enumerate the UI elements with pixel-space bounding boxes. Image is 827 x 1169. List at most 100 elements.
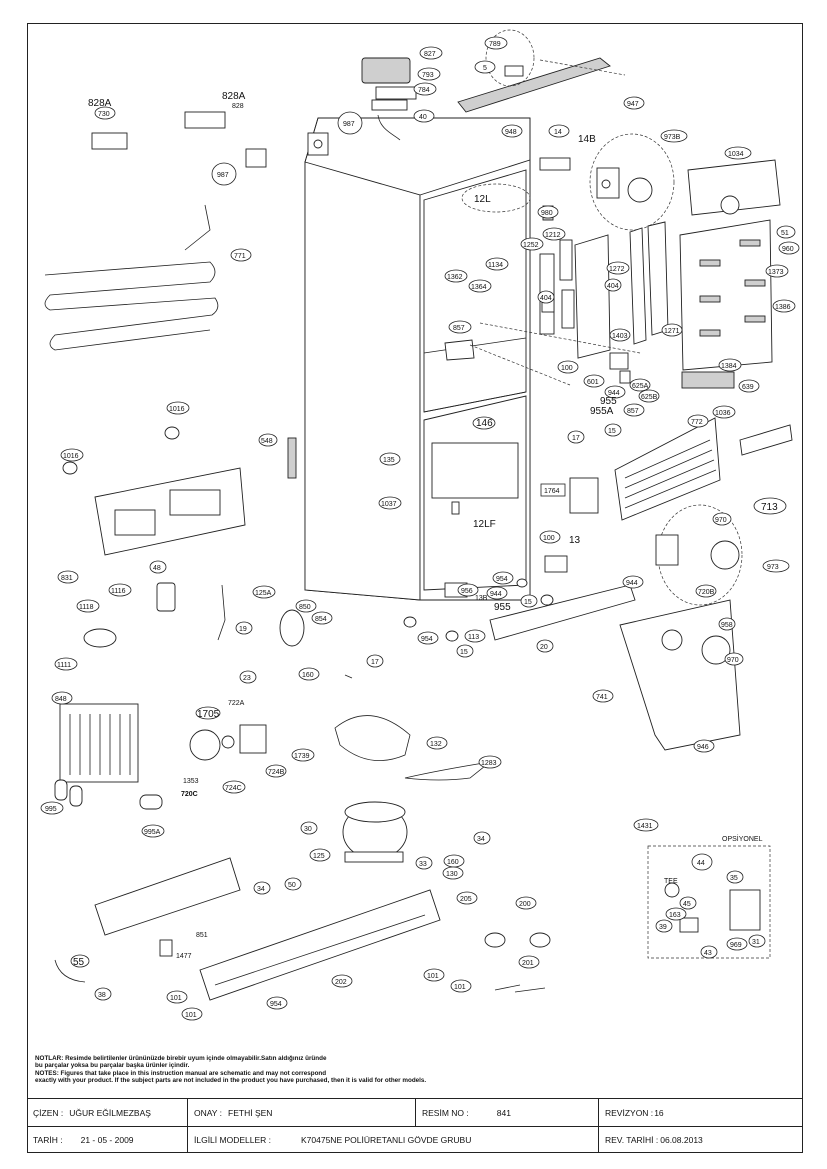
drawing-number-label: RESİM NO : <box>422 1107 469 1118</box>
label-100a: 100 <box>561 365 573 372</box>
label-23: 23 <box>243 675 251 682</box>
upper-right-assembly <box>444 133 781 389</box>
label-625A: 625A <box>632 383 649 390</box>
note-line-2: bu parçalar yoksa bu parçalar başka ürün… <box>35 1062 190 1070</box>
label-19: 19 <box>239 626 247 633</box>
drawn-by-value: UĞUR EĞİLMEZBAŞ <box>69 1107 151 1118</box>
label-45: 45 <box>683 901 691 908</box>
related-models-label: İLGİLİ MODELLER : <box>194 1134 271 1145</box>
label-848: 848 <box>55 696 67 703</box>
label-1134: 1134 <box>488 262 503 269</box>
label-20: 20 <box>540 644 548 651</box>
label-146: 146 <box>476 418 493 429</box>
title-block-row-2: TARİH : 21 - 05 - 2009 İLGİLİ MODELLER :… <box>27 1126 803 1153</box>
label-5: 5 <box>483 65 487 72</box>
label-548: 548 <box>261 438 273 445</box>
label-720C: 720C <box>181 791 198 798</box>
label-34b: 34 <box>257 886 265 893</box>
note-line-3: NOTES: Figures that take place in this i… <box>35 1069 327 1077</box>
label-202: 202 <box>335 979 347 986</box>
label-995: 995 <box>45 806 57 813</box>
label-1386: 1386 <box>775 304 791 311</box>
label-947: 947 <box>627 101 639 108</box>
approved-by-label: ONAY : <box>194 1107 223 1118</box>
revision-label: REVİZYON : <box>605 1107 654 1118</box>
label-100b: 100 <box>543 535 555 542</box>
label-38: 38 <box>98 992 106 999</box>
label-772: 772 <box>691 419 703 426</box>
label-789: 789 <box>489 41 501 48</box>
approved-by-value: FETHİ ŞEN <box>228 1107 273 1118</box>
label-1034: 1034 <box>728 151 744 158</box>
label-1111: 1111 <box>57 662 71 669</box>
label-771: 771 <box>234 253 246 260</box>
dashed-callout-regions <box>461 183 743 606</box>
label-1116: 1116 <box>111 588 126 595</box>
label-TEE: TEE <box>664 878 678 885</box>
label-14: 14 <box>554 129 562 136</box>
label-113: 113 <box>468 634 479 641</box>
drawing-number-value: 841 <box>496 1107 511 1118</box>
label-793: 793 <box>422 72 434 79</box>
related-models-value: K70475NE POLİÜRETANLI GÖVDE GRUBU <box>301 1134 472 1145</box>
label-995A: 995A <box>144 829 161 836</box>
label-955A: 955A <box>590 406 614 417</box>
label-opsiyonel: OPSİYONEL <box>722 834 763 843</box>
label-857a: 857 <box>453 325 465 332</box>
related-models-cell: İLGİLİ MODELLER : K70475NE POLİÜRETANLI … <box>188 1126 599 1153</box>
label-17a: 17 <box>572 435 580 442</box>
label-12LF: 12LF <box>473 519 496 530</box>
note-line-1: NOTLAR: Resimde belirtilenler ürününüzde… <box>35 1055 327 1062</box>
label-954a: 954 <box>496 576 508 583</box>
label-1272: 1272 <box>609 266 625 273</box>
label-980: 980 <box>541 210 553 217</box>
label-954c: 954 <box>270 1001 282 1008</box>
label-1431: 1431 <box>637 823 653 830</box>
label-944b: 944 <box>626 580 638 587</box>
label-956: 956 <box>461 588 473 595</box>
label-12L: 12L <box>474 194 491 205</box>
date-label: TARİH : <box>33 1134 63 1145</box>
label-125: 125 <box>313 853 325 860</box>
label-1739: 1739 <box>294 753 310 760</box>
label-1477: 1477 <box>176 953 192 960</box>
label-1362: 1362 <box>447 274 463 281</box>
label-987b: 987 <box>217 172 229 179</box>
label-30: 30 <box>304 826 312 833</box>
label-955a: 955 <box>600 396 617 407</box>
label-1353: 1353 <box>183 778 199 785</box>
label-15c: 15 <box>460 649 468 656</box>
label-15a: 15 <box>608 428 616 435</box>
label-135: 135 <box>383 457 395 464</box>
drawn-by-cell: ÇİZEN : UĞUR EĞİLMEZBAŞ <box>27 1099 188 1126</box>
note-line-4: exactly with your product. If the subjec… <box>35 1077 427 1085</box>
label-55: 55 <box>73 957 85 968</box>
label-31: 31 <box>752 939 760 946</box>
drawn-by-label: ÇİZEN : <box>33 1107 64 1118</box>
label-33: 33 <box>419 861 427 868</box>
label-857b: 857 <box>627 408 639 415</box>
label-828A-1: 828A <box>88 98 112 109</box>
date-cell: TARİH : 21 - 05 - 2009 <box>27 1126 188 1153</box>
label-850: 850 <box>299 604 311 611</box>
approved-by-cell: ONAY : FETHİ ŞEN <box>188 1099 416 1126</box>
revision-date-label: REV. TARİHİ : <box>605 1134 659 1145</box>
label-1283: 1283 <box>481 760 497 767</box>
label-946: 946 <box>697 744 709 751</box>
label-404a: 404 <box>540 295 552 302</box>
label-35: 35 <box>730 875 738 882</box>
label-205: 205 <box>460 896 472 903</box>
lower-cabinet-assembly <box>403 555 636 642</box>
drawing-number-cell: RESİM NO : 841 <box>416 1099 599 1126</box>
label-48: 48 <box>153 565 161 572</box>
label-784: 784 <box>418 87 430 94</box>
label-404b: 404 <box>607 283 619 290</box>
label-14B: 14B <box>578 134 596 145</box>
title-block-row-1: ÇİZEN : UĞUR EĞİLMEZBAŞ ONAY : FETHİ ŞEN… <box>27 1099 803 1127</box>
top-assembly <box>307 29 626 156</box>
revision-cell: REVİZYON : 16 <box>599 1099 803 1126</box>
label-1764: 1764 <box>544 488 560 495</box>
label-724B: 724B <box>268 769 285 776</box>
label-160b: 160 <box>447 859 459 866</box>
